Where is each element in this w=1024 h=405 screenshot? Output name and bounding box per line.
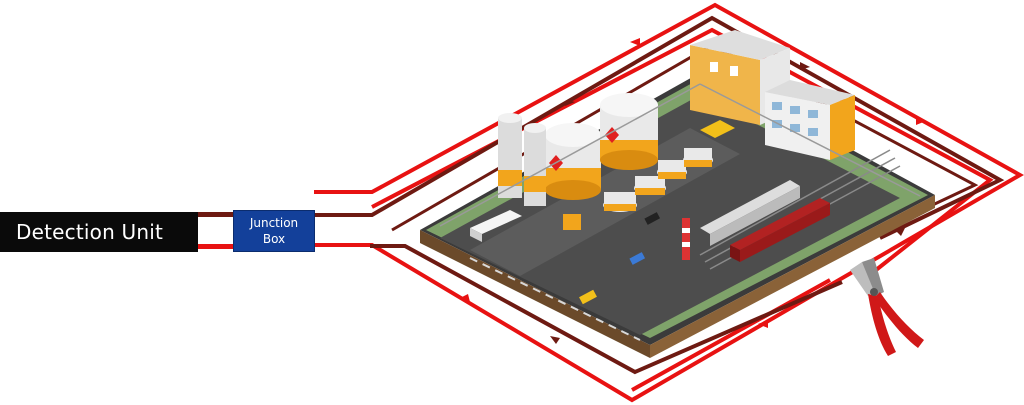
detection-unit-label: Detection Unit	[16, 220, 164, 244]
flow-arrows	[460, 38, 926, 344]
detection-unit: Detection Unit	[0, 212, 198, 252]
junction-box-line1: Junction	[249, 216, 299, 230]
junction-box-line2: Box	[262, 232, 286, 246]
junction-box: Junction Box	[233, 210, 315, 252]
wire-cutter-icon	[850, 258, 924, 356]
dark-sensor-cable	[314, 15, 1005, 375]
unit-to-junction-cables	[198, 212, 234, 249]
industrial-plant-illustration	[420, 30, 935, 358]
